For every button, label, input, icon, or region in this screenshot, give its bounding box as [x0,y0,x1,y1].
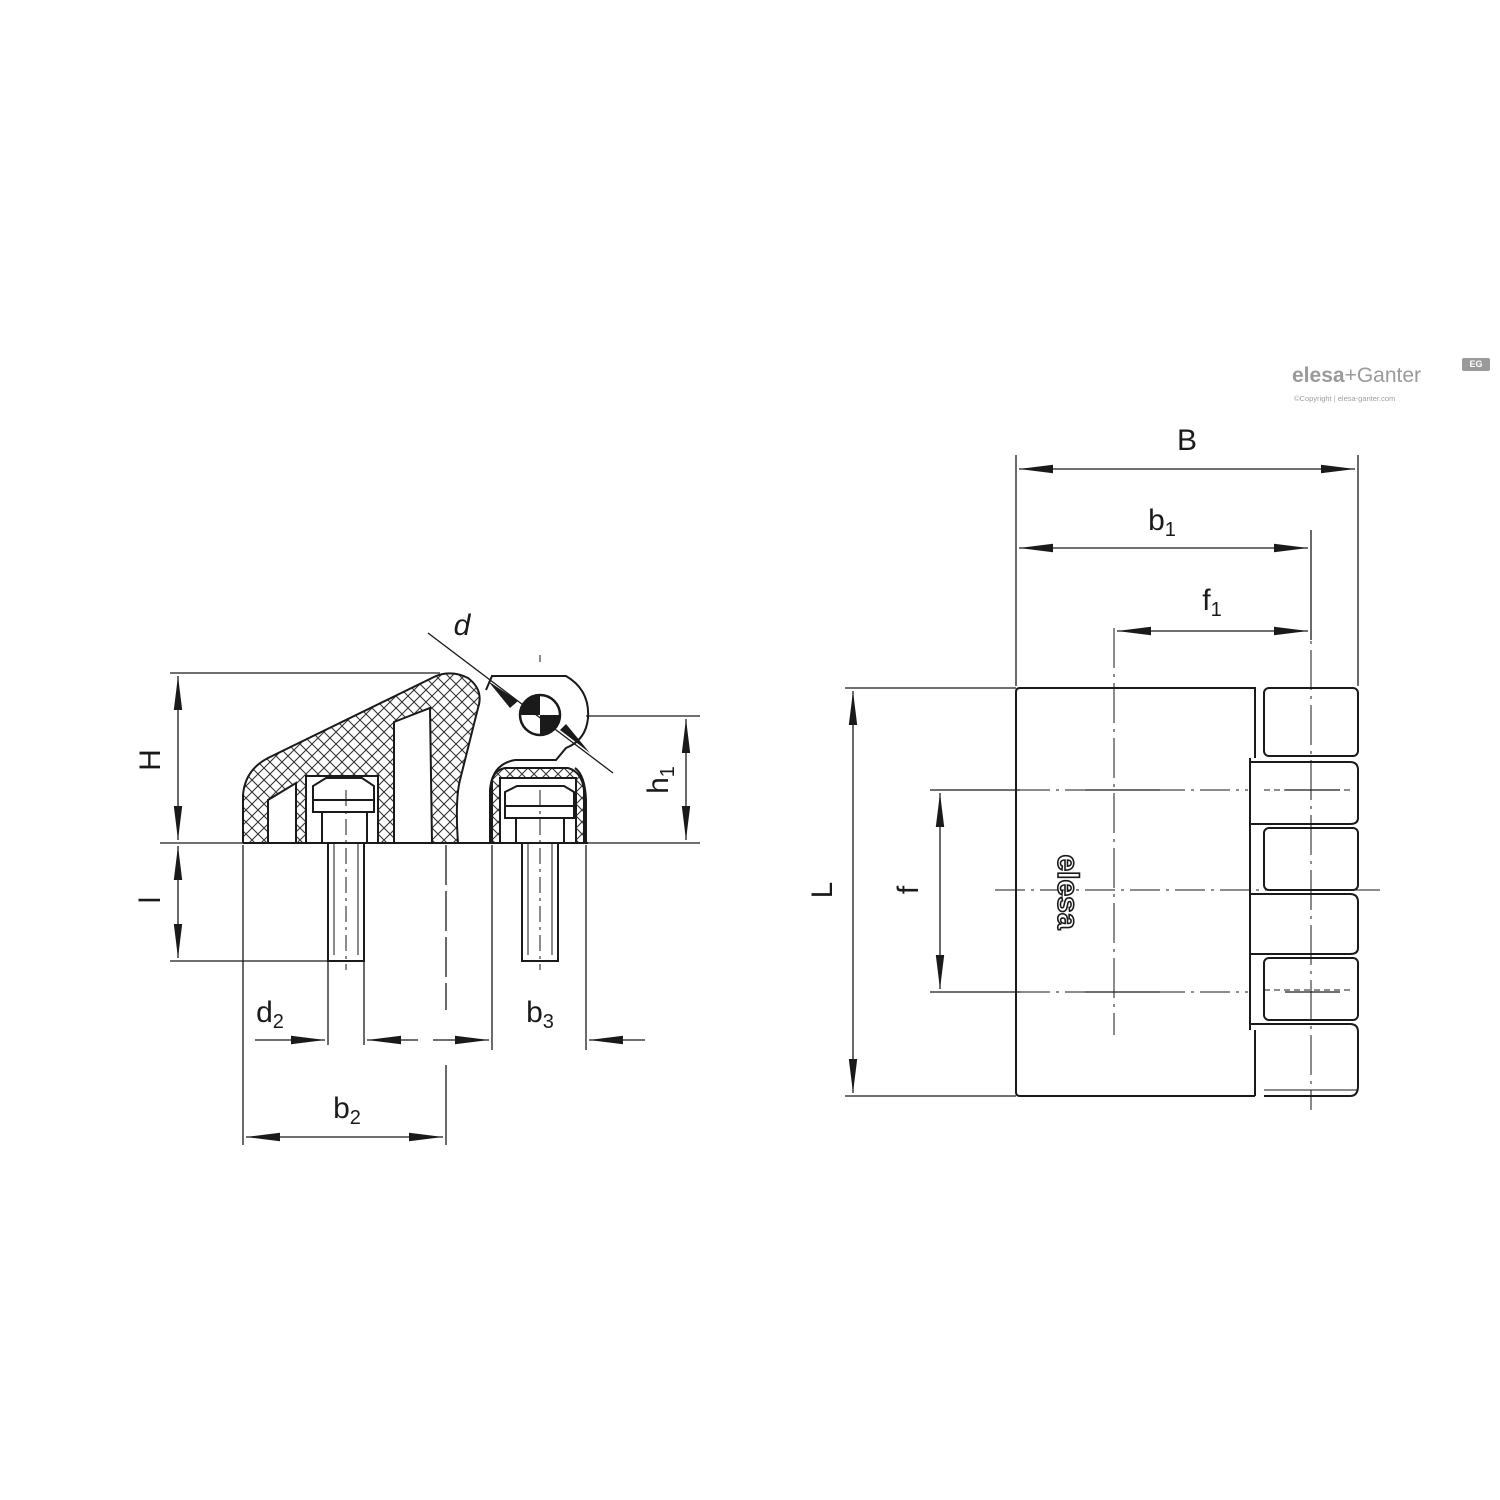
label-L: L [806,882,839,899]
brand-name: elesa+Ganter [1292,364,1421,388]
brand-primary: elesa [1292,364,1345,387]
label-b2: b2 [333,1092,361,1129]
top-view [995,540,1380,1110]
brand-copyright: ©Copyright | elesa-ganter.com [1294,394,1396,403]
pivot-jaw-outline [485,675,590,844]
label-f: f [892,885,925,894]
brand-secondary: Ganter [1356,364,1422,387]
label-H: H [134,749,167,771]
side-view-dimensions [160,632,700,1145]
cutout-mid [393,706,434,844]
right-bolt-head [504,785,575,819]
label-l: l [134,897,167,904]
side-view-labels: H l d h1 d2 b3 b2 [134,609,679,1129]
side-view [242,655,590,970]
dim-line-d [427,632,614,774]
brand-logo: elesa+Ganter EG ©Copyright | elesa-gante… [1292,358,1492,412]
brand-separator: + [1344,364,1357,387]
top-view-labels: B b1 f1 L f elesa [806,424,1222,931]
part-mark: elesa [1051,854,1084,929]
brand-badge: EG [1462,358,1490,371]
label-f1: f1 [1202,584,1221,621]
top-view-dimensions [845,455,1359,1097]
label-B: B [1177,424,1197,457]
top-body-outline [1015,687,1256,758]
label-d: d [454,609,472,642]
label-b3: b3 [526,996,554,1033]
left-bolt-head [312,777,375,813]
label-b1: b1 [1148,504,1176,541]
label-d2: d2 [256,996,284,1033]
label-h1: h1 [642,766,679,794]
